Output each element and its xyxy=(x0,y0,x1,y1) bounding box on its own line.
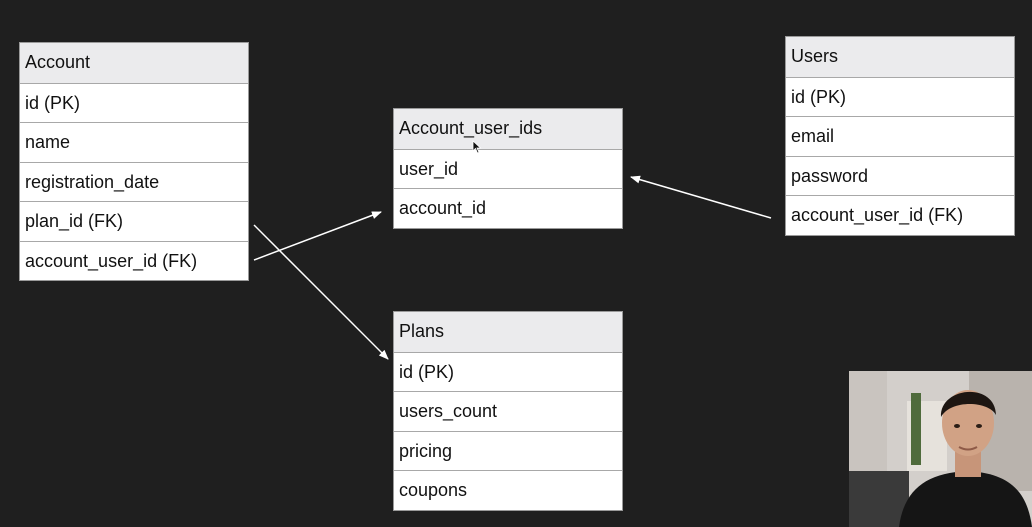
field-row: account_id xyxy=(394,188,622,228)
table-title: Account xyxy=(20,43,248,83)
field-row: account_user_id (FK) xyxy=(20,240,248,281)
field-row: name xyxy=(20,122,248,162)
table-title: Plans xyxy=(394,312,622,352)
arrow-account-user-id-to-account-user-ids xyxy=(253,211,382,261)
field-row: id (PK) xyxy=(786,76,1014,117)
mouse-pointer-icon xyxy=(472,140,482,154)
field-row: password xyxy=(786,155,1014,196)
arrow-users-to-account-user-ids xyxy=(630,175,772,219)
field-row: plan_id (FK) xyxy=(20,201,248,241)
field-row: account_user_id (FK) xyxy=(786,195,1014,235)
table-account: Account id (PK) name registration_date p… xyxy=(19,42,249,281)
field-row: email xyxy=(786,116,1014,156)
table-plans: Plans id (PK) users_count pricing coupon… xyxy=(393,311,623,511)
presenter-webcam xyxy=(849,371,1032,527)
field-row: user_id xyxy=(394,148,622,189)
field-row: users_count xyxy=(394,391,622,431)
table-title: Users xyxy=(786,37,1014,77)
presenter-image xyxy=(849,371,1032,527)
table-users: Users id (PK) email password account_use… xyxy=(785,36,1015,236)
field-row: id (PK) xyxy=(20,82,248,123)
field-row: id (PK) xyxy=(394,351,622,392)
field-row: pricing xyxy=(394,430,622,471)
table-title: Account_user_ids xyxy=(394,109,622,149)
field-row: registration_date xyxy=(20,161,248,202)
field-row: coupons xyxy=(394,470,622,510)
table-account-user-ids: Account_user_ids user_id account_id xyxy=(393,108,623,229)
arrow-plan-id-to-plans xyxy=(253,224,389,360)
